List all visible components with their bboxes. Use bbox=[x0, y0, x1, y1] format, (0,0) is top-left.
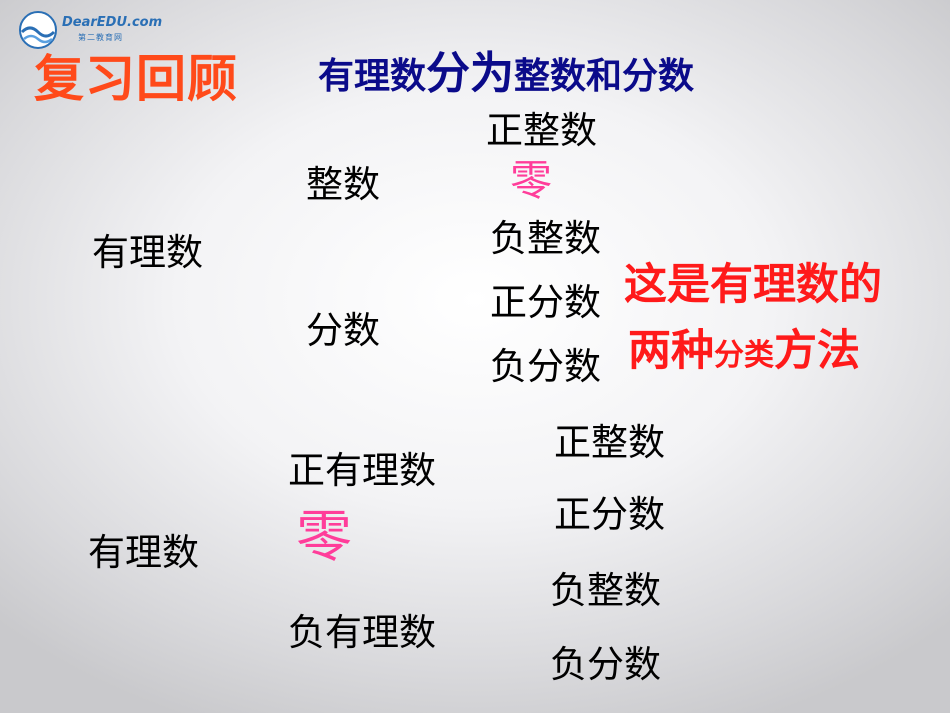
class2-positive: 正有理数 bbox=[288, 449, 436, 492]
headline-part1: 有理数 bbox=[318, 56, 427, 97]
headline-part2: 分为 bbox=[426, 48, 515, 99]
note-line2-c: 方法 bbox=[774, 326, 860, 376]
logo-subtext: 第二教育网 bbox=[78, 33, 123, 42]
class1-leaf-positive-fraction: 正分数 bbox=[490, 281, 601, 324]
class2-leaf-positive-integer: 正整数 bbox=[554, 421, 665, 464]
class1-leaf-zero: 零 bbox=[510, 156, 553, 205]
class2-zero: 零 bbox=[296, 505, 352, 570]
class2-leaf-negative-integer: 负整数 bbox=[550, 569, 661, 612]
class2-root: 有理数 bbox=[88, 531, 199, 574]
review-heading: 复习回顾 bbox=[34, 50, 238, 108]
class1-leaf-positive-integer: 正整数 bbox=[486, 109, 597, 152]
class2-leaf-negative-fraction: 负分数 bbox=[550, 643, 661, 686]
class1-fraction: 分数 bbox=[306, 309, 380, 352]
note-line2-b: 分类 bbox=[714, 338, 774, 373]
headline-part3: 整数和分数 bbox=[514, 56, 695, 97]
class2-leaf-positive-fraction: 正分数 bbox=[554, 493, 665, 536]
class2-negative: 负有理数 bbox=[288, 611, 436, 654]
wave-logo-icon bbox=[19, 11, 57, 49]
class1-integer: 整数 bbox=[306, 163, 380, 206]
logo-text: DearEDU.com bbox=[62, 15, 163, 30]
note-line2: 两种分类方法 bbox=[628, 330, 860, 373]
class1-leaf-negative-integer: 负整数 bbox=[490, 217, 601, 260]
headline: 有理数分为整数和分数 bbox=[318, 52, 694, 96]
class1-leaf-negative-fraction: 负分数 bbox=[490, 345, 601, 388]
note-line1: 这是有理数的 bbox=[624, 260, 882, 310]
site-logo: DearEDU.com 第二教育网 bbox=[16, 10, 186, 50]
note-line2-a: 两种 bbox=[628, 326, 714, 376]
class1-root: 有理数 bbox=[92, 231, 203, 274]
